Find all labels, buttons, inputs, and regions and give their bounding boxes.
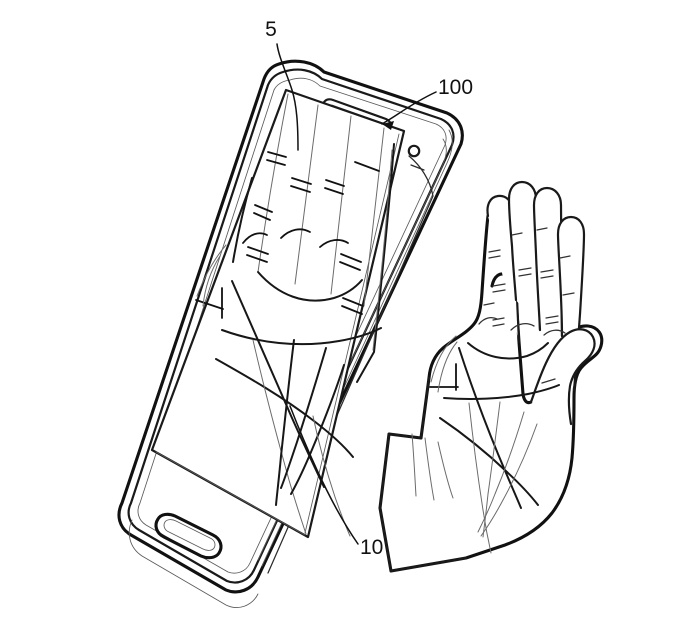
hand-crease-head-line bbox=[443, 384, 560, 400]
callout-100: 100 bbox=[381, 76, 473, 130]
device-inner-contour bbox=[137, 77, 447, 574]
label-100: 100 bbox=[438, 76, 473, 99]
label-10: 10 bbox=[360, 536, 383, 559]
thenar-curve-inner bbox=[202, 255, 221, 307]
palm-crease-minor-4 bbox=[290, 364, 345, 495]
wrist-bottom-edge bbox=[389, 556, 468, 573]
mobile-terminal bbox=[117, 59, 464, 608]
palm-crease-heart-line bbox=[257, 271, 363, 302]
finger-base-arc-3 bbox=[319, 239, 349, 248]
palm-image-on-display bbox=[195, 93, 395, 537]
ring-finger bbox=[532, 186, 564, 338]
callout-10: 10 bbox=[289, 405, 383, 559]
finger-gap-4 bbox=[363, 127, 385, 307]
thenar-curve bbox=[196, 244, 227, 297]
palm-crease-minor-1 bbox=[252, 339, 307, 535]
hand-crease-minor-4 bbox=[480, 423, 538, 537]
wrist-line-1 bbox=[411, 433, 417, 497]
wrist-left-edge bbox=[378, 432, 423, 573]
palm-crease-minor-3 bbox=[280, 347, 327, 489]
wrist-right-edge bbox=[419, 376, 431, 440]
device-edge-depth-1 bbox=[261, 129, 453, 567]
hand-finger-base-arc-2 bbox=[510, 323, 535, 331]
leader-line-5 bbox=[276, 43, 299, 151]
hand-crease-fate-line bbox=[458, 347, 522, 509]
thenar-mark-horizontal bbox=[195, 299, 224, 310]
palm-crease-head-line bbox=[221, 327, 382, 346]
device-bottom-depth bbox=[128, 519, 259, 608]
finger-base-arc-2 bbox=[280, 228, 311, 239]
device-side-face bbox=[267, 155, 434, 574]
hand-crease-minor-1 bbox=[468, 402, 492, 554]
palm-crease-fate-line bbox=[231, 280, 325, 488]
little-finger-edge bbox=[356, 143, 395, 383]
front-camera-lens bbox=[407, 144, 421, 158]
device-corner-crease bbox=[410, 164, 425, 171]
label-5: 5 bbox=[265, 18, 277, 41]
callout-5: 5 bbox=[265, 18, 299, 151]
hand-crease-minor-3 bbox=[477, 411, 525, 533]
device-edge-depth-2 bbox=[257, 138, 447, 561]
hand-crease-life-line bbox=[439, 417, 539, 506]
hand-illustration bbox=[378, 180, 604, 573]
little-finger-edge-inner bbox=[372, 149, 393, 351]
knuckle-creases bbox=[246, 151, 380, 315]
leader-arrow-100 bbox=[382, 121, 394, 130]
index-finger-edge bbox=[232, 177, 253, 263]
wrist-line-3 bbox=[437, 441, 454, 499]
leader-line-10 bbox=[289, 405, 359, 545]
palm-crease-life-line bbox=[215, 358, 354, 458]
finger-base-arc-1 bbox=[242, 232, 268, 244]
middle-finger bbox=[507, 180, 542, 332]
wrist-line-2 bbox=[424, 437, 435, 501]
hand-crease-heart-line bbox=[467, 342, 549, 360]
hand-thenar-curve bbox=[430, 335, 457, 383]
device-glass-lip bbox=[127, 68, 455, 584]
thumb bbox=[529, 328, 596, 426]
hand-finger-base-arc-3 bbox=[543, 329, 566, 336]
hand-crease-minor-2 bbox=[482, 401, 501, 538]
leader-line-100 bbox=[381, 91, 437, 125]
hand-finger-base-arc-1 bbox=[478, 317, 498, 325]
finger-gap-3 bbox=[330, 115, 352, 295]
home-button bbox=[154, 512, 223, 560]
palm-crease-minor-2 bbox=[275, 339, 295, 506]
hand-thenar-curve-inner bbox=[437, 341, 458, 393]
finger-gap-2 bbox=[294, 104, 319, 285]
